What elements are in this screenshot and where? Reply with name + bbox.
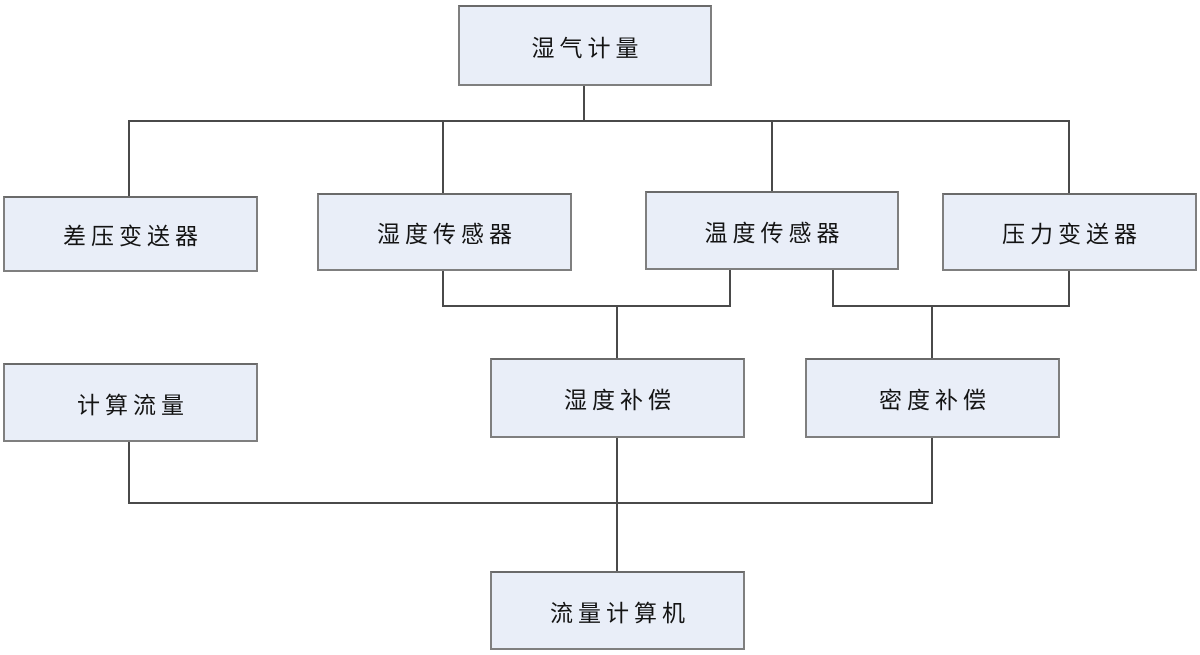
- edge-humidity-comp-to-flow-computer: [616, 436, 618, 573]
- edge-pressure-down: [1068, 269, 1070, 307]
- edge-branch-diff-pressure: [128, 120, 130, 198]
- edge-density-join: [832, 305, 1070, 307]
- edge-branch-pressure-transmitter: [1068, 120, 1070, 195]
- node-density-compensation-label: 密度补偿: [879, 388, 991, 414]
- node-temperature-sensor: 温度传感器: [645, 191, 899, 270]
- edge-trunk: [128, 120, 1070, 122]
- node-wet-gas-metering: 湿气计量: [458, 5, 712, 86]
- node-humidity-compensation-label: 湿度补偿: [564, 388, 676, 414]
- edge-collector: [128, 502, 933, 504]
- edge-calc-flow-down: [128, 440, 130, 504]
- node-calculate-flow: 计算流量: [3, 363, 258, 442]
- node-wet-gas-metering-label: 湿气计量: [531, 35, 644, 62]
- node-humidity-sensor: 湿度传感器: [317, 193, 572, 271]
- node-humidity-sensor-label: 湿度传感器: [377, 222, 517, 248]
- node-pressure-transmitter: 压力变送器: [942, 193, 1197, 271]
- node-pressure-transmitter-label: 压力变送器: [1002, 222, 1142, 248]
- edge-humidity-sensor-down: [442, 269, 444, 307]
- node-temperature-sensor-label: 温度传感器: [704, 220, 845, 247]
- node-calculate-flow-label: 计算流量: [77, 392, 189, 419]
- node-diff-pressure-transmitter: 差压变送器: [3, 196, 258, 272]
- node-humidity-compensation: 湿度补偿: [490, 358, 745, 438]
- edge-root-drop: [583, 84, 585, 122]
- edge-to-density-compensation: [931, 305, 933, 360]
- edge-branch-humidity-sensor: [442, 120, 444, 195]
- node-diff-pressure-transmitter-label: 差压变送器: [63, 224, 203, 250]
- node-density-compensation: 密度补偿: [805, 358, 1060, 438]
- edge-temperature-left-down: [729, 268, 731, 307]
- edge-branch-temperature-sensor: [771, 120, 773, 193]
- edge-density-comp-down: [931, 436, 933, 504]
- edge-to-humidity-compensation: [616, 305, 618, 360]
- edge-temperature-right-down: [832, 268, 834, 307]
- edge-humidity-join: [442, 305, 731, 307]
- node-flow-computer-label: 流量计算机: [550, 600, 690, 627]
- node-flow-computer: 流量计算机: [490, 571, 745, 650]
